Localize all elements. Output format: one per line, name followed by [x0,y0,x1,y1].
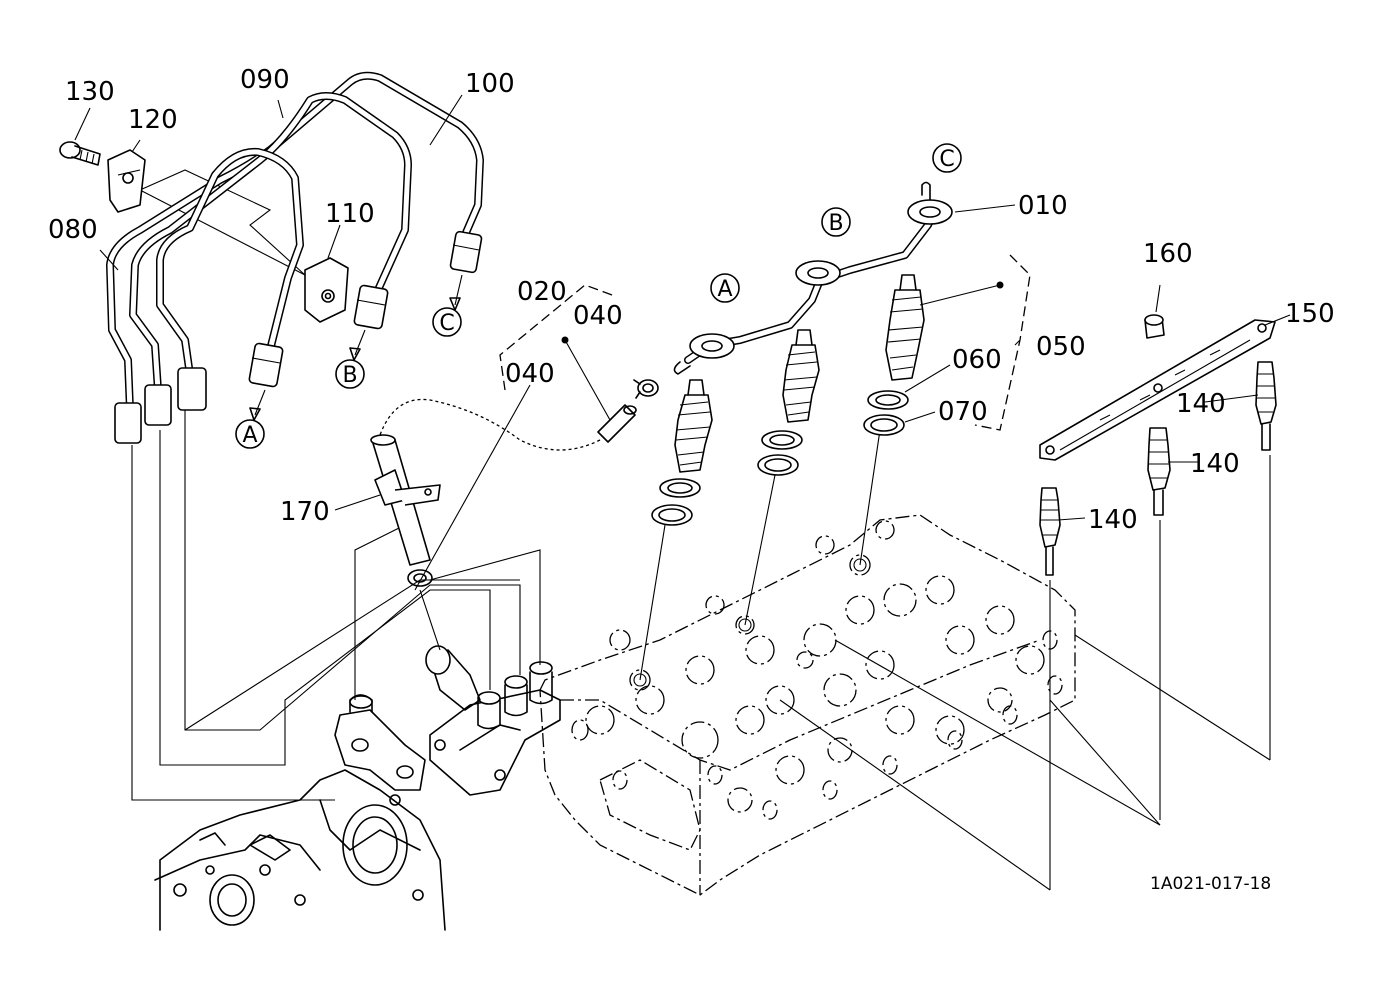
label-070: 070 [938,397,988,427]
label-160: 160 [1143,239,1193,269]
label-110: 110 [325,199,375,229]
label-140-right: 140 [1176,389,1226,419]
glow-plug-assembly [1039,314,1277,576]
label-100: 100 [465,69,515,99]
leader-lines [131,169,1271,891]
label-080: 080 [48,215,98,245]
label-040-upper: 040 [573,301,623,331]
marker-b-pipe: B [342,363,357,388]
marker-c-pipe: C [439,311,454,336]
label-010: 010 [1018,191,1068,221]
pipe-clamps [59,141,349,323]
injection-pump [334,645,561,796]
cylinder-head [539,514,1076,896]
marker-b-nozzle: B [828,211,843,236]
nozzle-1 [651,379,713,526]
label-040-lower: 040 [505,359,555,389]
label-170: 170 [280,497,330,527]
diagram-code: 1A021-017-18 [1150,874,1271,894]
overflow-pipe-assembly [370,181,953,587]
label-130: 130 [65,77,115,107]
label-060: 060 [952,345,1002,375]
connection-markers: C B A A B C [235,143,962,449]
label-090: 090 [240,65,290,95]
label-pointers [74,94,1291,521]
injection-pipes [106,71,484,444]
label-140-left: 140 [1088,505,1138,535]
marker-a-nozzle: A [717,277,732,302]
label-120: 120 [128,105,178,135]
part-number-labels: 010 020 040 040 050 060 070 080 090 100 … [48,65,1335,535]
label-150: 150 [1285,299,1335,329]
nozzle-2 [757,329,820,476]
label-050: 050 [1036,332,1086,362]
label-020: 020 [517,277,567,307]
marker-a-pipe: A [242,423,257,448]
engine-block [154,769,446,931]
marker-c-nozzle: C [939,147,954,172]
label-140-middle: 140 [1190,449,1240,479]
nozzle-3 [863,274,925,436]
injection-nozzles [651,274,925,526]
